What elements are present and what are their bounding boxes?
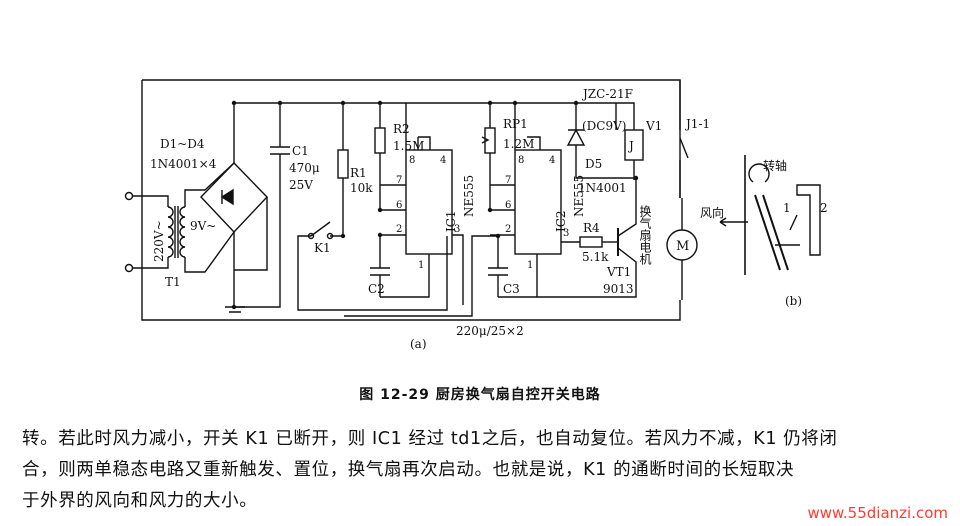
label-relay-model: JZC-21F bbox=[581, 87, 633, 101]
label-c3: C3 bbox=[503, 282, 520, 296]
label-vt1-type: 9013 bbox=[603, 282, 634, 296]
label-r1-value: 10k bbox=[350, 181, 373, 195]
pin-ic2-4: 4 bbox=[549, 155, 555, 166]
pin-ic2-7: 7 bbox=[505, 175, 511, 186]
label-subfig-b: (b) bbox=[785, 294, 802, 308]
pin-ic1-8: 8 bbox=[409, 155, 415, 166]
label-r4-value: 5.1k bbox=[582, 250, 609, 264]
pin-ic1-2: 2 bbox=[396, 224, 402, 235]
ac-terminal-top bbox=[124, 191, 134, 201]
label-pos1: 1 bbox=[783, 201, 791, 215]
label-r1: R1 bbox=[350, 166, 367, 180]
label-cap-values: 220μ/25×2 bbox=[456, 324, 524, 338]
label-fan: 换气扇电机 bbox=[638, 205, 652, 265]
label-rp1: RP1 bbox=[503, 117, 528, 131]
pin-ic1-3: 3 bbox=[454, 224, 460, 235]
label-relay-coil: J bbox=[627, 139, 634, 153]
pin-ic2-6: 6 bbox=[505, 200, 511, 211]
transformer-primary bbox=[167, 206, 174, 258]
pin-ic1-1: 1 bbox=[418, 260, 424, 271]
label-r2: R2 bbox=[393, 122, 410, 136]
pin-ic2-2: 2 bbox=[505, 224, 511, 235]
label-rp1-value: 1.2M bbox=[503, 137, 534, 151]
label-d1-d4: D1~D4 bbox=[160, 137, 205, 151]
label-vt1: VT1 bbox=[606, 265, 631, 279]
paragraph-line: 转。若此时风力减小，开关 K1 已断开，则 IC1 经过 td1之后，也自动复位… bbox=[22, 429, 838, 449]
label-diode-type: 1N4001×4 bbox=[150, 157, 217, 171]
label-subfig-a: (a) bbox=[410, 337, 427, 351]
label-d5-type: 1N4001 bbox=[578, 181, 627, 195]
label-r2-value: 1.5M bbox=[393, 139, 424, 153]
pin-ic1-6: 6 bbox=[396, 200, 402, 211]
label-c1-voltage: 25V bbox=[289, 178, 313, 192]
transformer-secondary bbox=[179, 206, 186, 258]
label-ic1: IC1 bbox=[444, 210, 458, 232]
label-9v: 9V~ bbox=[190, 219, 216, 233]
pin-ic2-8: 8 bbox=[518, 155, 524, 166]
label-ic2: IC2 bbox=[554, 210, 568, 232]
label-d5: D5 bbox=[585, 157, 602, 171]
circuit-diagram: 220V~ T1 9V~ D1~D4 1N4001×4 C1 470μ 25V … bbox=[124, 79, 828, 351]
label-c1: C1 bbox=[292, 144, 309, 158]
pin-ic2-3: 3 bbox=[563, 228, 569, 239]
label-wind: 风向 bbox=[700, 205, 724, 220]
label-contact: J1-1 bbox=[684, 117, 710, 131]
label-c1-value: 470μ bbox=[289, 161, 320, 175]
label-ac: 220V~ bbox=[152, 220, 166, 262]
label-motor: M bbox=[676, 239, 689, 254]
ac-terminal-bottom bbox=[124, 263, 134, 273]
label-shaft: 转轴 bbox=[763, 158, 787, 173]
label-relay-spec: (DC9V) bbox=[582, 119, 626, 133]
label-r4: R4 bbox=[583, 221, 600, 235]
label-c2: C2 bbox=[368, 282, 385, 296]
pin-ic2-1: 1 bbox=[527, 260, 533, 271]
label-ic2-type: NE555 bbox=[572, 175, 586, 217]
ic2-body bbox=[514, 149, 562, 255]
label-relay-v1: V1 bbox=[645, 119, 662, 133]
label-t1: T1 bbox=[165, 275, 181, 289]
label-pos2: 2 bbox=[820, 201, 828, 215]
figure-caption: 图 12-29 厨房换气扇自控开关电路 bbox=[359, 387, 601, 403]
paragraph-line: 合，则两单稳态电路又重新触发、置位，换气扇再次启动。也就是说，K1 的通断时间的… bbox=[22, 460, 795, 480]
site-watermark: www.55dianzi.com bbox=[807, 504, 948, 522]
label-ic1-type: NE555 bbox=[462, 175, 476, 217]
pin-ic1-7: 7 bbox=[396, 175, 402, 186]
body-paragraph: 转。若此时风力减小，开关 K1 已断开，则 IC1 经过 td1之后，也自动复位… bbox=[22, 424, 942, 517]
label-k1: K1 bbox=[314, 241, 331, 255]
relay-coil bbox=[624, 129, 644, 161]
pin-ic1-4: 4 bbox=[440, 155, 446, 166]
paragraph-line: 于外界的风向和风力的大小。 bbox=[22, 491, 258, 511]
